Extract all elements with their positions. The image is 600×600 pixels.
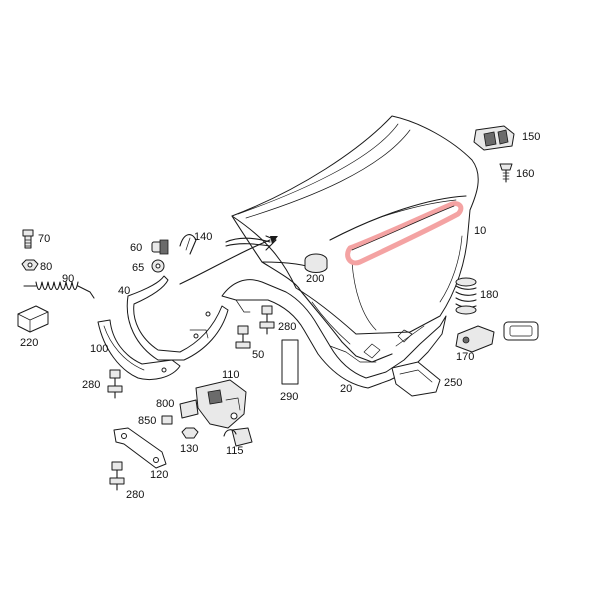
part-100-bracket[interactable] — [97, 319, 181, 380]
label-280-c: 280 — [126, 489, 144, 501]
label-110: 110 — [222, 369, 240, 381]
label-180: 180 — [480, 289, 498, 301]
label-220: 220 — [20, 337, 38, 349]
label-65: 65 — [132, 262, 144, 274]
part-290-strip[interactable] — [281, 339, 299, 385]
label-290: 290 — [280, 391, 298, 403]
label-120: 120 — [150, 469, 168, 481]
part-250-cover[interactable] — [391, 361, 441, 397]
part-90-spring[interactable] — [23, 281, 95, 299]
part-50-clip[interactable] — [235, 325, 251, 349]
part-65-nut[interactable] — [151, 259, 165, 273]
part-115-switch[interactable] — [223, 427, 253, 447]
label-50: 50 — [252, 349, 264, 361]
label-280-b: 280 — [82, 379, 100, 391]
label-100: 100 — [90, 343, 108, 355]
part-160-screw[interactable] — [499, 163, 513, 183]
part-140-cable[interactable] — [179, 234, 278, 285]
part-130-nut[interactable] — [181, 427, 199, 439]
part-110-lock[interactable] — [195, 379, 247, 429]
label-150: 150 — [522, 131, 540, 143]
part-280-clip-a[interactable] — [259, 305, 275, 335]
part-60-clip[interactable] — [151, 239, 169, 255]
trim-strip-highlight[interactable] — [345, 201, 464, 266]
label-140: 140 — [194, 231, 212, 243]
label-90: 90 — [62, 273, 74, 285]
label-80: 80 — [40, 261, 52, 273]
part-850-connector[interactable] — [161, 415, 173, 425]
label-40: 40 — [118, 285, 130, 297]
part-280-clip-c[interactable] — [109, 461, 125, 491]
label-160: 160 — [516, 168, 534, 180]
label-20: 20 — [340, 383, 352, 395]
label-200: 200 — [306, 273, 324, 285]
label-115: 115 — [226, 445, 244, 457]
part-800-actuator[interactable] — [179, 399, 199, 419]
label-170: 170 — [456, 351, 474, 363]
label-130: 130 — [180, 443, 198, 455]
part-180-buffer[interactable] — [455, 277, 477, 315]
part-170-lamp[interactable] — [455, 321, 539, 353]
part-70-bolt[interactable] — [22, 229, 34, 249]
label-250: 250 — [444, 377, 462, 389]
label-70: 70 — [38, 233, 50, 245]
label-850: 850 — [138, 415, 156, 427]
part-40-hinge[interactable] — [126, 275, 229, 361]
label-280-a: 280 — [278, 321, 296, 333]
part-220-pad[interactable] — [17, 305, 49, 333]
inner-frame[interactable] — [221, 279, 447, 389]
label-800: 800 — [156, 398, 174, 410]
label-60: 60 — [130, 242, 142, 254]
part-120-bracket[interactable] — [113, 427, 167, 469]
label-10: 10 — [474, 225, 486, 237]
part-80-nut[interactable] — [21, 259, 39, 271]
part-280-clip-b[interactable] — [107, 369, 123, 399]
part-200-cap[interactable] — [304, 253, 328, 273]
part-150-stop[interactable] — [473, 125, 515, 151]
